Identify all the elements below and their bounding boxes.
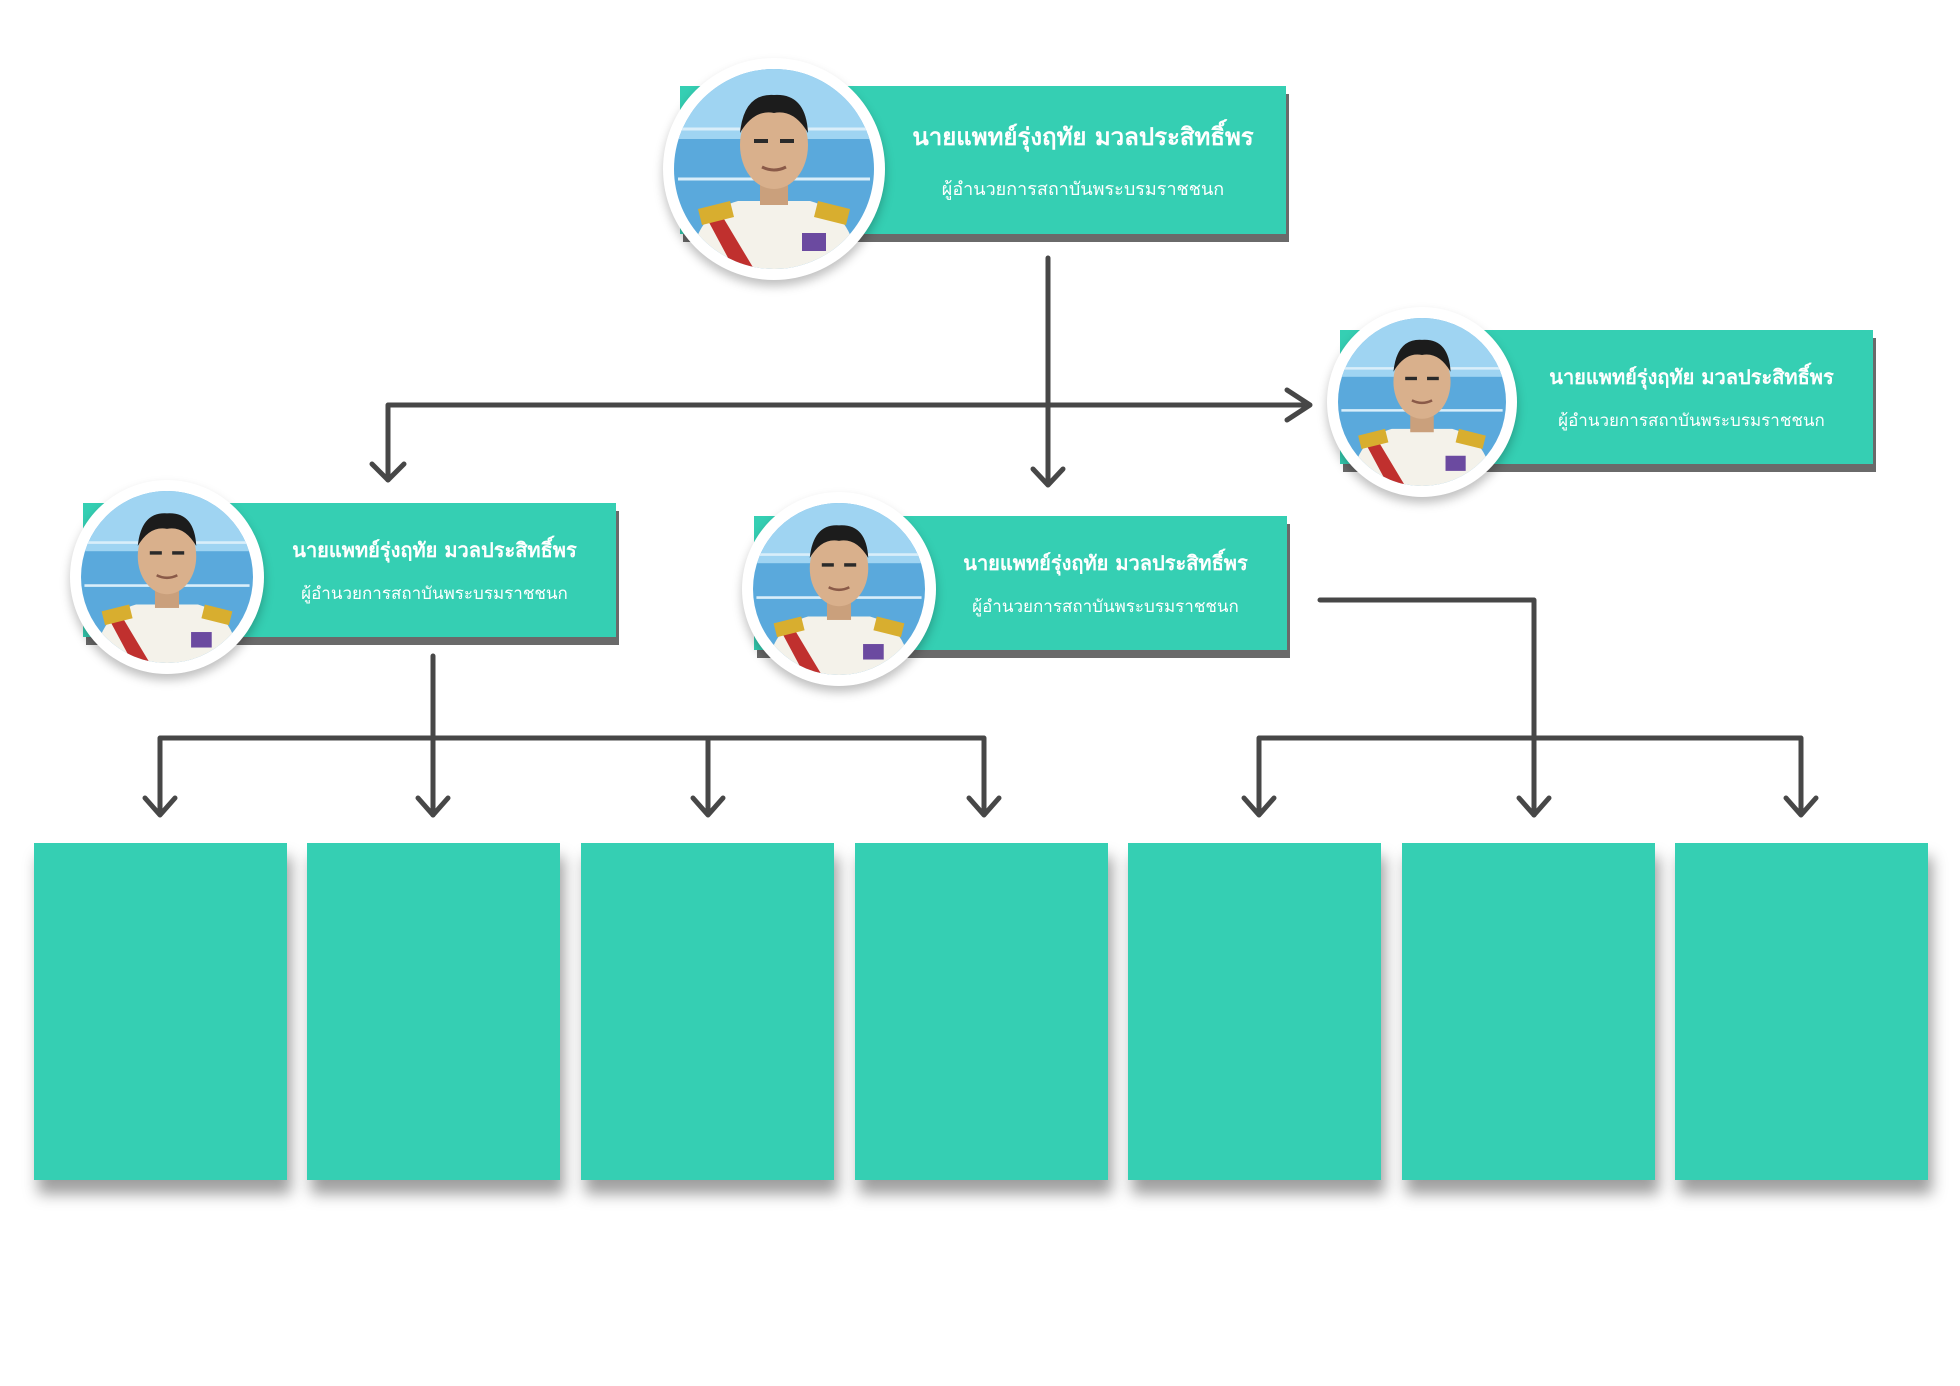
empty-org-box [855,843,1108,1180]
person-title: ผู้อำนวยการสถาบันพระบรมราชชนก [972,596,1239,617]
empty-org-box [581,843,834,1180]
person-photo-icon [70,480,264,674]
person-name: นายแพทย์รุ่งฤทัย มวลประสิทธิ์พร [292,537,577,562]
empty-org-box [1402,843,1655,1180]
empty-org-box [34,843,287,1180]
empty-org-box [307,843,560,1180]
person-name: นายแพทย์รุ่งฤทัย มวลประสิทธิ์พร [912,123,1254,151]
person-title: ผู้อำนวยการสถาบันพระบรมราชชนก [1558,410,1825,431]
person-name: นายแพทย์รุ่งฤทัย มวลประสิทธิ์พร [963,550,1248,575]
person-title: ผู้อำนวยการสถาบันพระบรมราชชนก [301,583,568,604]
empty-org-box [1128,843,1381,1180]
person-title: ผู้อำนวยการสถาบันพระบรมราชชนก [941,179,1225,200]
person-photo-icon [1327,307,1517,497]
empty-org-box [1675,843,1928,1180]
person-name: นายแพทย์รุ่งฤทัย มวลประสิทธิ์พร [1549,364,1834,389]
person-photo-icon [742,492,936,686]
person-photo-icon [663,58,885,280]
